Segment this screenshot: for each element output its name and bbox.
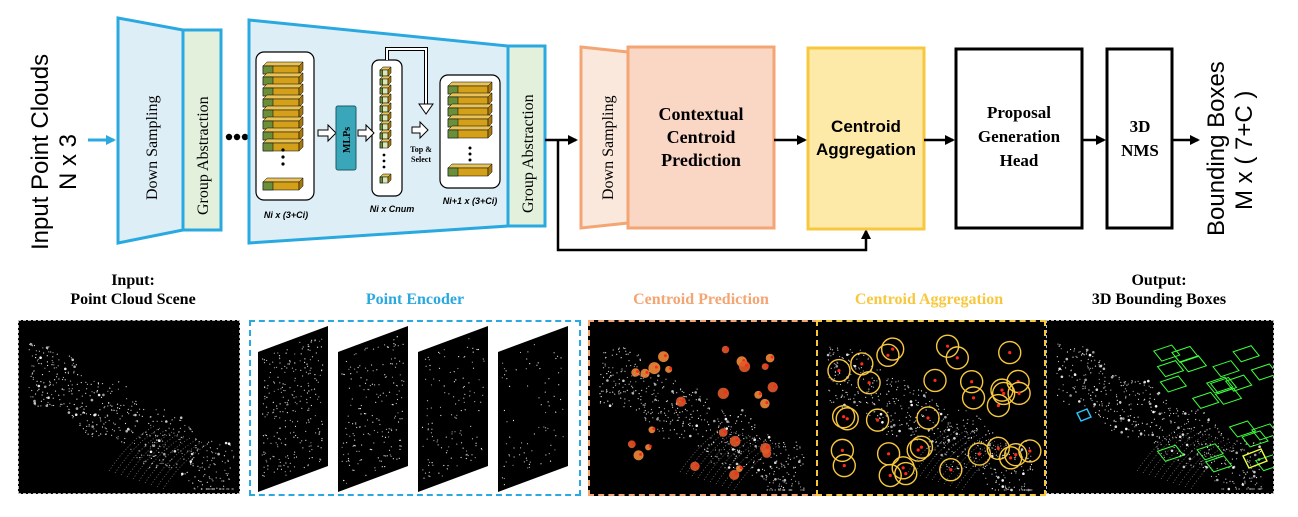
input-label-line1: Input Point Clouds [27,54,54,250]
caption-aggregation: Centroid Aggregation [854,291,1004,308]
top-select-line2: Select [411,155,431,164]
centroid-prediction-block: Down Sampling Contextual Centroid Predic… [579,45,776,230]
cube-stack-mid [379,66,392,184]
caption-output-line1: Output: [1131,272,1187,289]
encoder-slice-1 [258,326,328,492]
ellipsis-dots [225,133,249,141]
output-label: Bounding Boxes M x ( 7+C ) [1203,61,1258,236]
encoder-slice-4 [498,326,568,492]
top-select-hook-arrow [418,103,434,115]
contextual-prediction-rect [626,45,776,230]
nms-rect [1105,47,1174,230]
nms-title-1: 3D [1130,117,1151,136]
aggregation-panel [816,320,1046,496]
prediction-panel [588,320,818,496]
aggregation-title-1: Centroid [831,117,901,136]
centroid-aggregation-block: Centroid Aggregation [806,46,926,231]
proposal-block: Proposal Generation Head [954,47,1084,230]
group-abstraction-rect-2 [506,44,547,228]
encoder-panel [249,320,581,496]
output-label-line1: Bounding Boxes [1203,61,1230,236]
input-label: Input Point Clouds N x 3 [27,54,82,250]
cube-stack-in [262,61,304,191]
proposal-title-1: Proposal [987,103,1051,122]
dim-out-label: Ni+1 x (3+Ci) [443,196,498,206]
input-scene-panel [18,320,240,494]
prediction-down-sampling-label: Down Sampling [600,96,617,200]
mlp-label: MLPs [342,127,353,153]
aggregation-title-2: Aggregation [816,140,916,159]
arrow-to-select [411,120,429,140]
prediction-title-1: Contextual [659,104,744,124]
cube-stack-out [447,81,493,177]
skip-connection-arrow [556,140,871,252]
down-sampling-label: Down Sampling [144,96,161,200]
mlp-box [335,105,357,171]
group-abstraction-label: Group Abstraction [195,96,212,215]
encoder-block-2: Group Abstraction MLPs Top & Select Ni x… [247,18,547,245]
caption-input-line2: Point Cloud Scene [70,291,196,308]
arrow-from-mlp [357,123,375,143]
proposal-rect [954,47,1084,230]
prediction-title-2: Centroid [667,127,736,147]
proposal-title-3: Head [1000,151,1039,170]
output-label-line2: M x ( 7+C ) [1231,91,1258,210]
encoder-slice-2 [338,326,408,492]
caption-output: Output: 3D Bounding Boxes [1046,271,1272,309]
input-point-cloud [28,342,235,490]
dim-mid-label: Ni x Cnum [370,204,415,214]
arrow-to-mlp [317,123,337,143]
encoder-block-1: Down Sampling Group Abstraction [116,16,223,245]
caption-output-line2: 3D Bounding Boxes [1091,291,1227,308]
caption-input-line1: Input: [111,272,155,289]
output-panel [1046,320,1274,494]
aggregation-point-cloud [826,334,1042,492]
input-label-line2: N x 3 [55,134,82,190]
caption-encoder: Point Encoder [365,291,465,308]
nms-block: 3D NMS [1105,47,1174,230]
group-abstraction-rect [181,28,223,232]
prediction-point-cloud [599,345,805,491]
prediction-title-3: Prediction [661,150,741,170]
encoder-slice-3 [418,326,488,492]
dim-in-label: Ni x (3+Ci) [264,210,308,220]
output-point-cloud [1056,343,1273,491]
encoder-slices [258,326,568,492]
nms-title-2: NMS [1121,141,1159,160]
proposal-title-2: Generation [978,127,1061,146]
group-abstraction-label-2: Group Abstraction [520,94,537,213]
caption-prediction: Centroid Prediction [633,291,769,308]
caption-input: Input: Point Cloud Scene [28,271,238,309]
aggregation-rect [806,46,926,231]
top-select-line1: Top & [410,145,432,154]
